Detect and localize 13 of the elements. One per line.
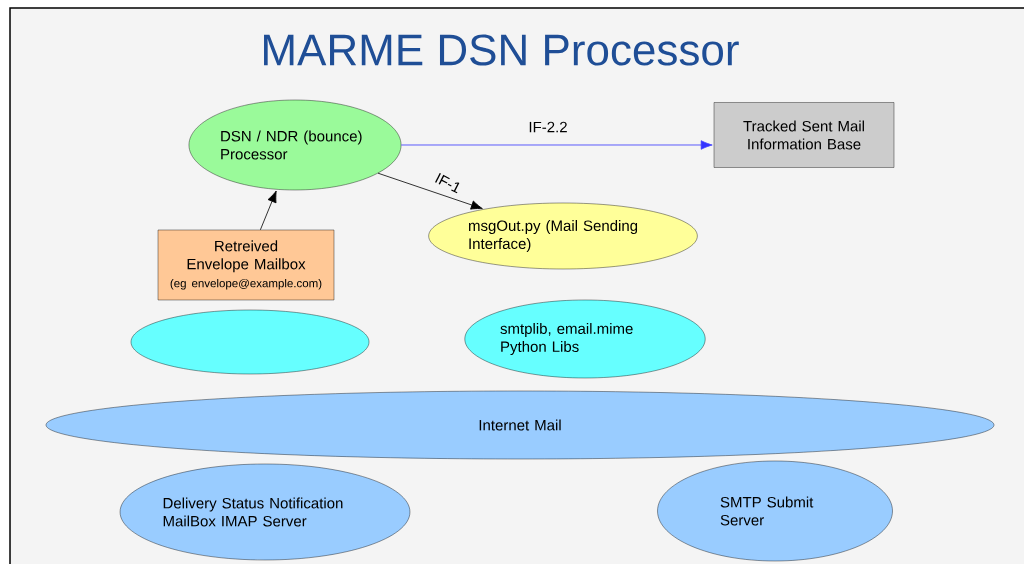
arrow: [260, 190, 277, 231]
ellipse-node: smtplib, email.mime Python Libs: [464, 299, 706, 379]
ellipse-node: msgOut.py (Mail Sending Interface): [428, 202, 698, 270]
process-box: Retreived Envelope Mailbox (eg envelope@example.com): [157, 229, 335, 301]
ellipse-node: Delivery Status Notification MailBox IMAP Server: [119, 463, 411, 561]
arrow: [400, 140, 713, 150]
ellipse-node: SMTP Submit Server: [657, 460, 893, 562]
ellipse-node: [130, 309, 370, 375]
title: MARME DSN Processor: [264, 34, 739, 66]
process-box: Tracked Sent Mail Information Base: [713, 102, 895, 168]
arrow: [377, 172, 483, 210]
ellipse-node: DSN / NDR (bounce) Processor: [188, 99, 402, 191]
edge-label: IF-1: [432, 171, 464, 195]
